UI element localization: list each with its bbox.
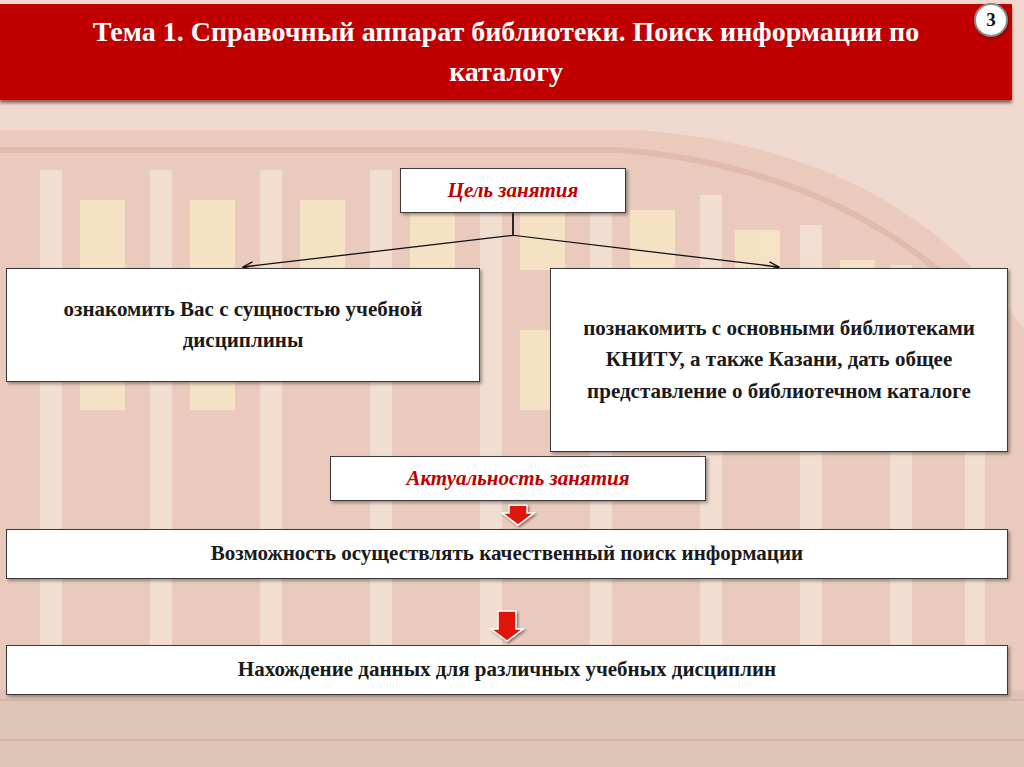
box-text: ознакомить Вас с сущностью учебной дисци… — [19, 294, 467, 357]
relevance-box: Возможность осуществлять качественный по… — [6, 529, 1008, 579]
slide-title: Тема 1. Справочный аппарат библиотеки. П… — [60, 12, 952, 92]
relevance-box: Нахождение данных для различных учебных … — [6, 645, 1008, 695]
box-text: Актуальность занятия — [406, 465, 629, 492]
title-bar: Тема 1. Справочный аппарат библиотеки. П… — [0, 4, 1012, 100]
block-arrow — [502, 505, 534, 525]
block-arrow — [491, 611, 523, 641]
goal-box: ознакомить Вас с сущностью учебной дисци… — [6, 268, 480, 382]
box-text: познакомить с основными библиотеками КНИ… — [563, 313, 995, 408]
connector-arrow — [513, 213, 779, 267]
box-text: Нахождение данных для различных учебных … — [238, 654, 776, 686]
connector-arrow — [243, 213, 513, 267]
box-text: Возможность осуществлять качественный по… — [211, 538, 803, 570]
page-number: 3 — [974, 3, 1008, 37]
relevance-heading-box: Актуальность занятия — [330, 456, 706, 501]
goal-box: познакомить с основными библиотеками КНИ… — [550, 268, 1008, 452]
box-text: Цель занятия — [448, 177, 579, 204]
goal-heading-box: Цель занятия — [400, 168, 626, 213]
